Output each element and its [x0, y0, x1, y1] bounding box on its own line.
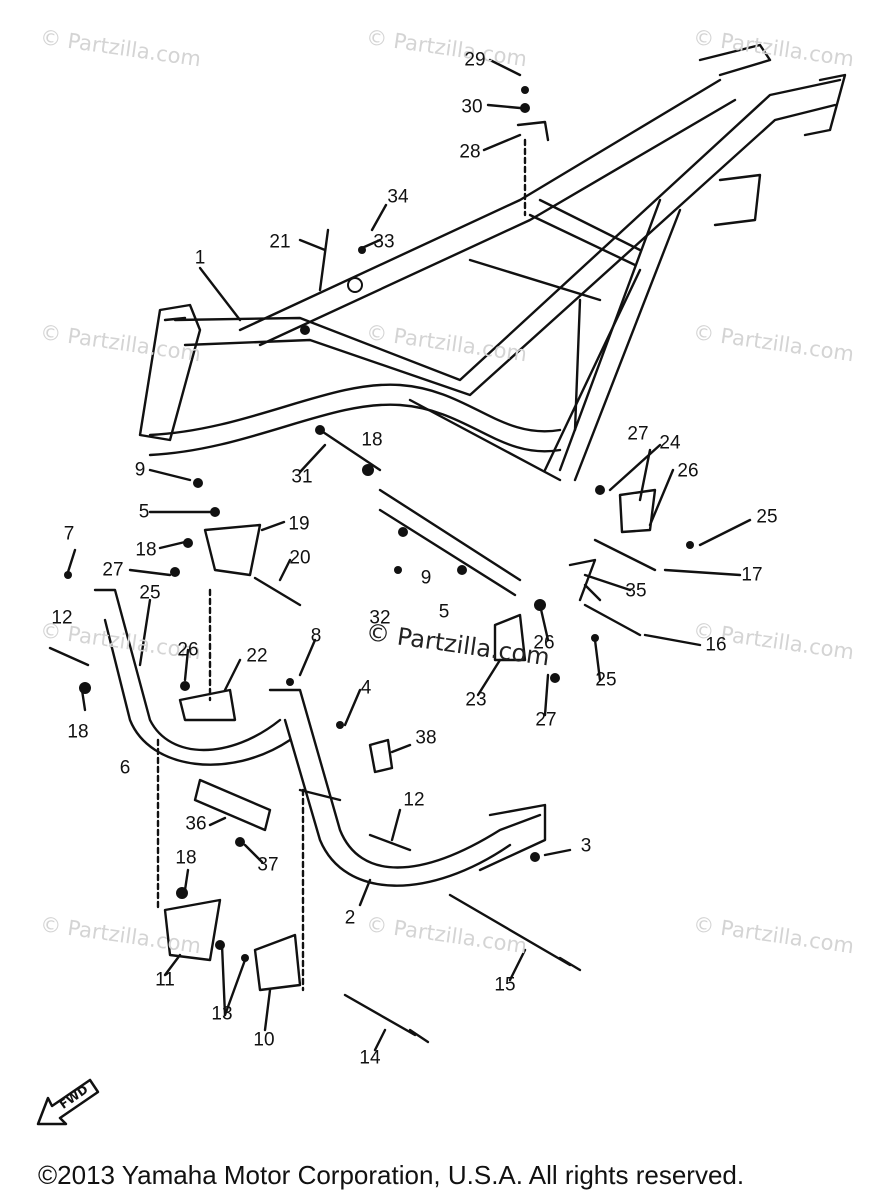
callout-12b: 12 — [403, 789, 425, 811]
callout-9: 9 — [134, 459, 146, 481]
callout-9b: 9 — [420, 567, 432, 589]
fwd-arrow-icon — [36, 1078, 100, 1126]
callout-23: 23 — [465, 689, 487, 711]
callout-35: 35 — [625, 580, 647, 602]
callout-17: 17 — [741, 564, 763, 586]
callout-19: 19 — [288, 513, 310, 535]
callout-7: 7 — [63, 523, 75, 545]
callout-2: 2 — [344, 907, 356, 929]
callout-27b: 27 — [102, 559, 124, 581]
callout-34: 34 — [387, 186, 409, 208]
callout-12: 12 — [51, 607, 73, 629]
callout-1: 1 — [194, 247, 206, 269]
callout-10: 10 — [253, 1029, 275, 1051]
callout-8: 8 — [310, 625, 322, 647]
callout-27: 27 — [627, 423, 649, 445]
callout-18: 18 — [135, 539, 157, 561]
callout-36: 36 — [185, 813, 207, 835]
callout-26: 26 — [677, 460, 699, 482]
callout-13: 13 — [211, 1003, 233, 1025]
callout-28: 28 — [459, 141, 481, 163]
callout-21: 21 — [269, 231, 291, 253]
callout-27c: 27 — [535, 709, 557, 731]
callout-11: 11 — [155, 969, 175, 991]
callout-25b: 25 — [139, 582, 161, 604]
callout-33: 33 — [373, 231, 395, 253]
callout-6: 6 — [119, 757, 131, 779]
callout-5b: 5 — [438, 601, 450, 623]
callout-25c: 25 — [595, 669, 617, 691]
callout-29: 29 — [464, 49, 486, 71]
callout-16: 16 — [705, 634, 727, 656]
callout-18b: 18 — [361, 429, 383, 451]
callout-26b: 26 — [177, 639, 199, 661]
callout-4: 4 — [360, 677, 372, 699]
callout-14: 14 — [359, 1047, 381, 1069]
callout-3: 3 — [580, 835, 592, 857]
callout-15: 15 — [494, 974, 516, 996]
callout-25: 25 — [756, 506, 778, 528]
callout-18c: 18 — [67, 721, 89, 743]
callout-32: 32 — [369, 607, 391, 629]
callout-5: 5 — [138, 501, 150, 523]
callout-30: 30 — [461, 96, 483, 118]
callout-26c: 26 — [533, 632, 555, 654]
callout-22: 22 — [246, 645, 268, 667]
callout-38: 38 — [415, 727, 437, 749]
callout-31: 31 — [291, 466, 313, 488]
callout-20: 20 — [289, 547, 311, 569]
copyright-notice: ©2013 Yamaha Motor Corporation, U.S.A. A… — [38, 1160, 745, 1190]
callout-24: 24 — [659, 432, 681, 454]
callout-18d: 18 — [175, 847, 197, 869]
callout-37: 37 — [257, 854, 279, 876]
